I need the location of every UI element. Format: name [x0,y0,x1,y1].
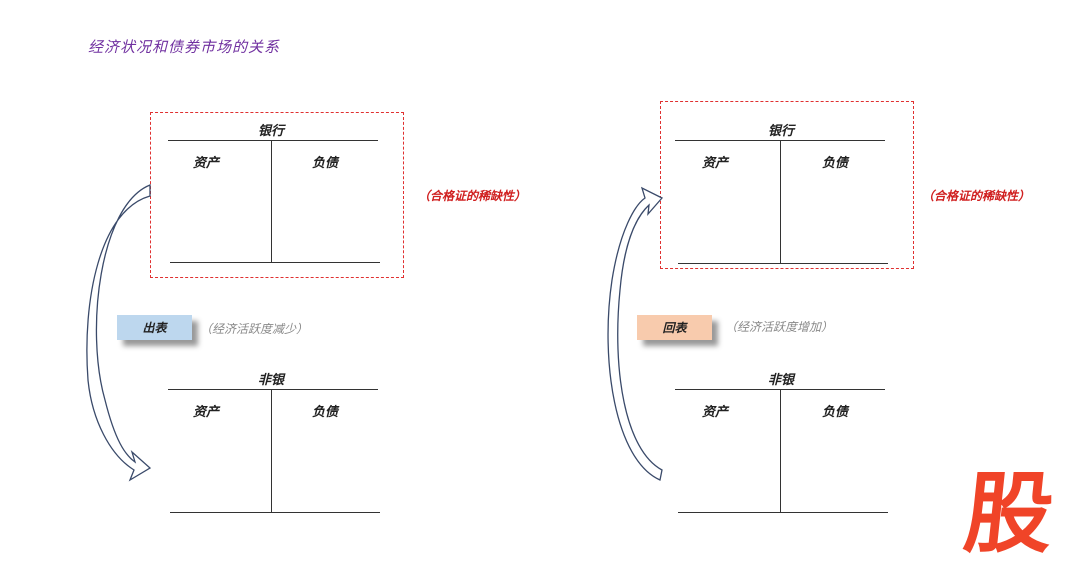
t-account-divider [271,140,272,262]
bank-assets-right: 资产 [702,156,729,171]
bank-title-right: 银行 [768,124,795,139]
page-title: 经济状况和债券市场的关系 [88,38,281,56]
nonbank-liabilities-left: 负债 [312,405,339,420]
bank-highlight-box-right [660,101,914,269]
t-account-bottom-line [170,512,380,513]
t-account-bottom-line [678,263,888,264]
t-account-top-line [168,389,378,390]
t-account-divider [780,389,781,512]
scarcity-note-right: （合格证的稀缺性） [922,189,1031,203]
bank-liabilities-right: 负债 [822,156,849,171]
t-account-top-line [168,140,378,141]
activity-increase-note: （经济活跃度增加） [725,320,834,334]
activity-decrease-note: （经济活跃度减少） [200,322,309,336]
t-account-divider [780,140,781,263]
curved-arrow-up-icon [607,186,664,481]
bank-liabilities-left: 负债 [312,156,339,171]
t-account-divider [271,389,272,512]
nonbank-title-left: 非银 [258,373,285,388]
nonbank-title-right: 非银 [768,373,795,388]
bank-title-left: 银行 [258,124,285,139]
nonbank-liabilities-right: 负债 [822,405,849,420]
brand-logo: 股 [959,462,1059,565]
nonbank-assets-left: 资产 [193,405,220,420]
t-account-bottom-line [170,262,380,263]
t-account-bottom-line [678,512,888,513]
curved-arrow-down-icon [86,184,152,482]
off-balance-badge: 出表 [117,315,192,340]
on-balance-badge: 回表 [637,315,712,340]
scarcity-note-left: （合格证的稀缺性） [418,189,527,203]
bank-assets-left: 资产 [193,156,220,171]
nonbank-assets-right: 资产 [702,405,729,420]
